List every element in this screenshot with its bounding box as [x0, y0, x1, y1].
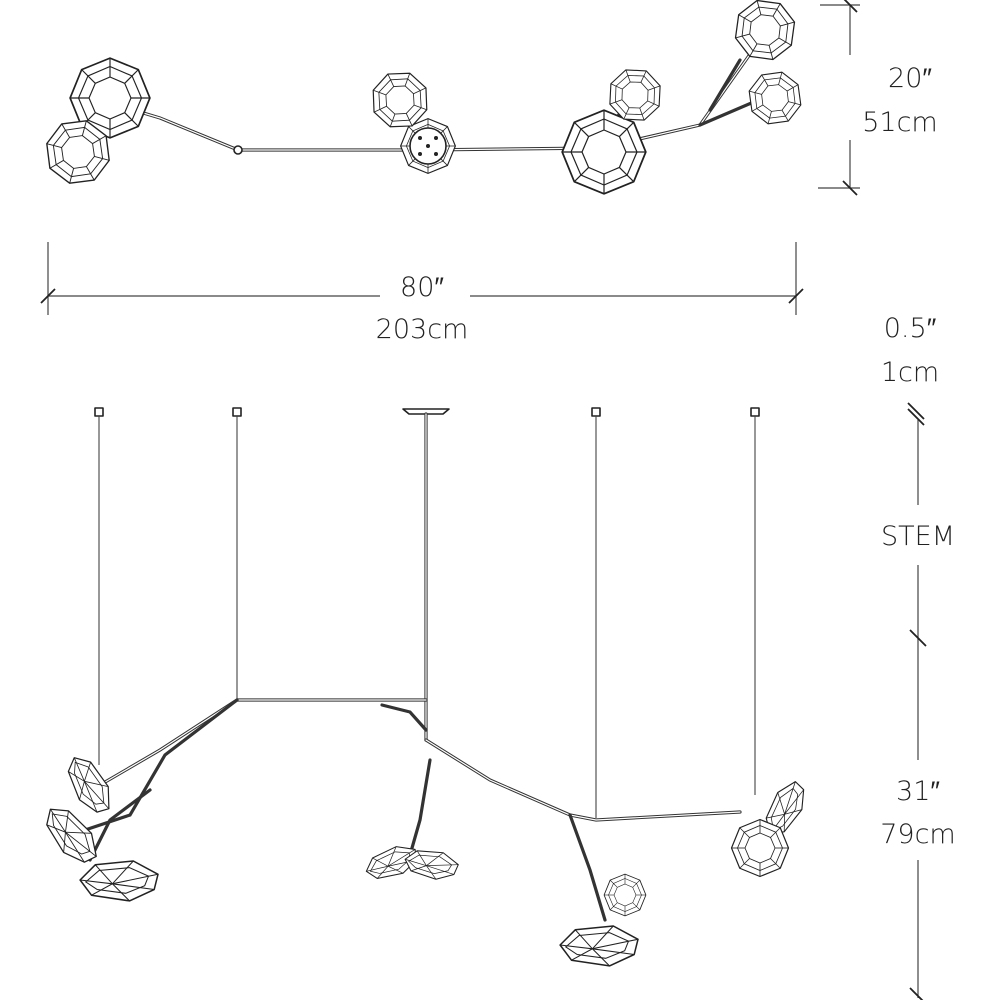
canopy-cm-label: 1cm — [881, 357, 939, 388]
top-height-cm-label: 51cm — [862, 107, 938, 138]
stem-label: STEM — [881, 521, 955, 552]
overall-width-in-label: 80″ — [400, 272, 444, 303]
overall-width-cm-label: 203cm — [376, 314, 469, 345]
overall-width-dimension: 80″ 203cm — [40, 242, 804, 345]
top-height-in-label: 20″ — [888, 63, 932, 94]
top-height-dimension: 20″ 51cm — [818, 0, 938, 196]
body-height-cm-label: 79cm — [880, 819, 956, 850]
canopy-in-label: 0.5″ — [884, 313, 937, 344]
top-view — [37, 0, 812, 195]
top-view-canopy — [400, 118, 456, 174]
body-height-in-label: 31″ — [896, 776, 940, 807]
side-view-cords — [98, 412, 756, 818]
joint-icon — [233, 145, 243, 155]
side-view-arms — [83, 698, 742, 922]
side-dimensions: 0.5″ 1cm STEM 31″ 79cm — [880, 313, 956, 1000]
side-view — [36, 407, 813, 967]
